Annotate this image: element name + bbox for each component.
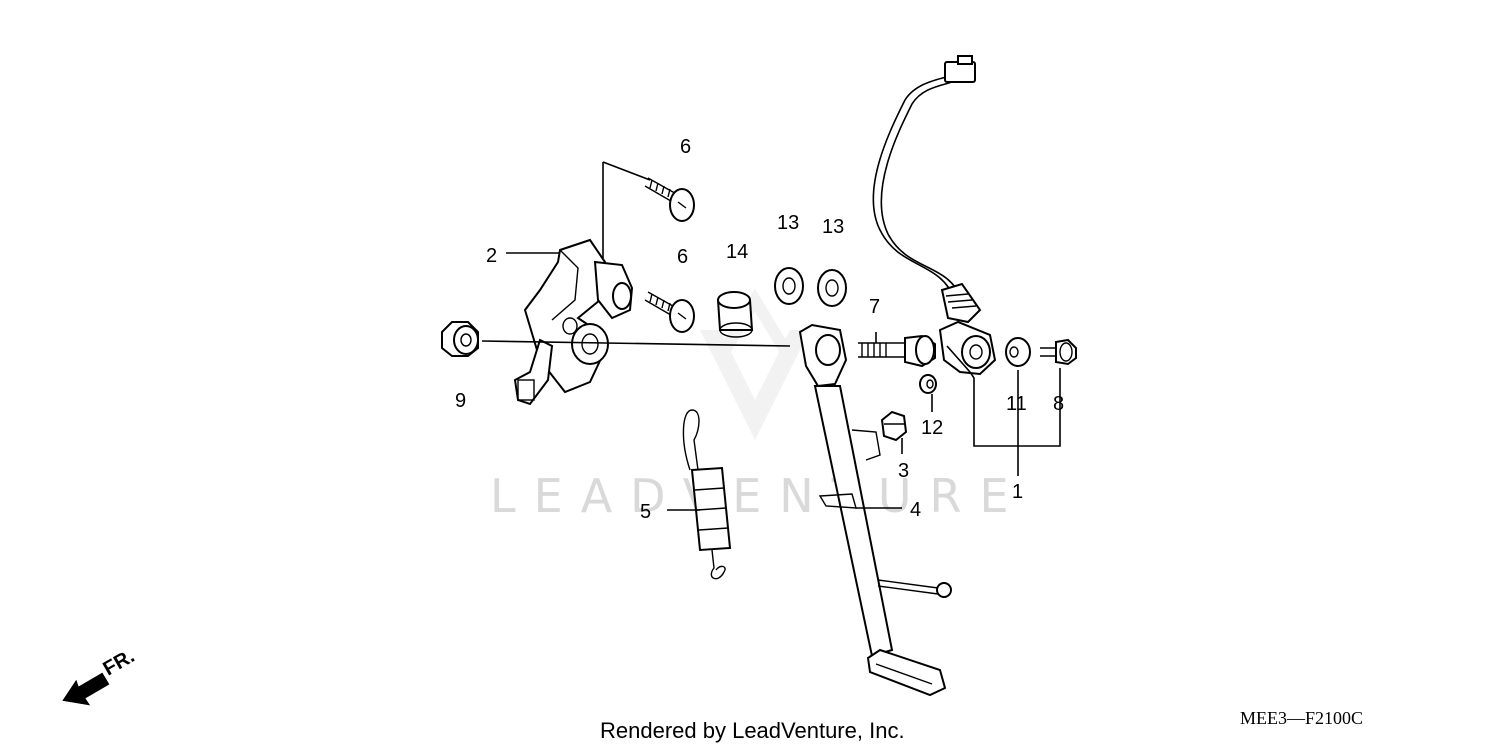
arrow-front-icon [62, 672, 110, 706]
callout-6-lower: 6 [677, 246, 688, 268]
direction-label: FR. [100, 645, 139, 680]
part-washer-left[interactable] [774, 267, 804, 305]
part-bolt-lower[interactable] [644, 291, 695, 333]
callout-13-left: 13 [777, 212, 799, 234]
callout-7: 7 [869, 296, 880, 318]
part-side-stand[interactable] [798, 323, 952, 697]
callout-4: 4 [910, 499, 921, 521]
callout-8: 8 [1053, 393, 1064, 415]
part-flange-nut[interactable] [441, 321, 479, 357]
callout-3: 3 [898, 460, 909, 482]
part-small-nut[interactable] [919, 374, 937, 394]
callout-1: 1 [1012, 481, 1023, 503]
diagram-code: MEE3—F2100C [1240, 708, 1363, 728]
watermark-logo [700, 288, 810, 440]
callout-13-right: 13 [822, 216, 844, 238]
part-stopper[interactable] [880, 410, 908, 442]
part-washer-right[interactable] [817, 269, 847, 307]
callout-12: 12 [921, 417, 943, 439]
part-bolt-upper[interactable] [644, 177, 695, 222]
callout-14: 14 [726, 241, 748, 263]
callout-2: 2 [486, 245, 497, 267]
callout-5: 5 [640, 501, 651, 523]
part-collar[interactable] [716, 291, 754, 338]
rendered-by-text: Rendered by LeadVenture, Inc. [600, 718, 905, 743]
callout-6-upper: 6 [680, 136, 691, 158]
part-small-bolt[interactable] [1040, 338, 1077, 366]
watermark-text: LEADVENTURE [490, 469, 1027, 523]
callout-9: 9 [455, 390, 466, 412]
part-bracket[interactable] [513, 238, 634, 406]
part-washer-small[interactable] [1005, 337, 1031, 367]
part-pivot-bolt[interactable] [858, 334, 936, 368]
part-spring[interactable] [682, 409, 732, 580]
leader-lines [481, 161, 1061, 511]
callout-11: 11 [1006, 393, 1027, 415]
part-side-stand-switch[interactable] [872, 55, 997, 376]
